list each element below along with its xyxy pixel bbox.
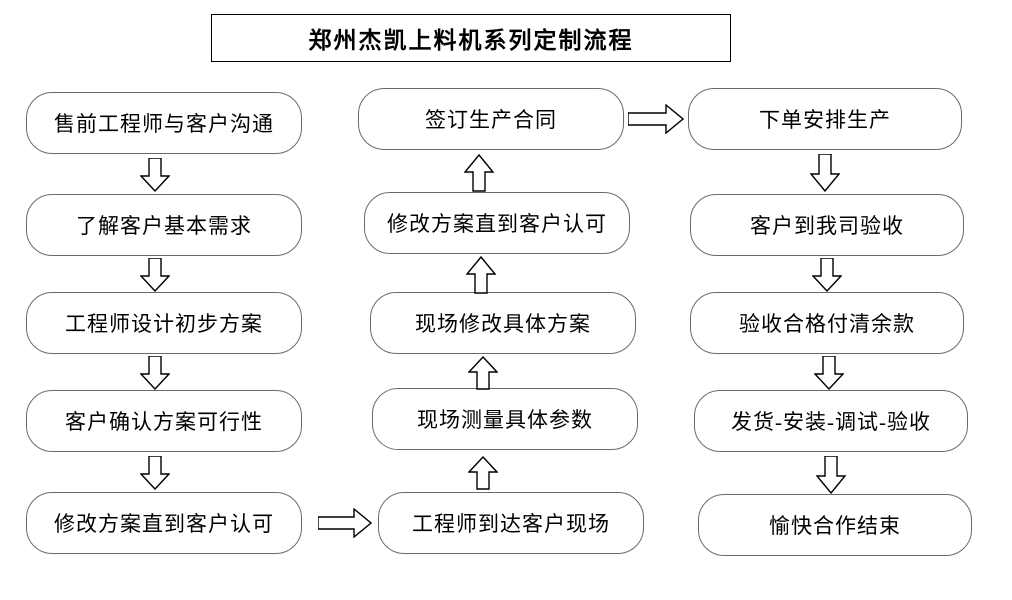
node-right-4[interactable]: 发货-安装-调试-验收	[694, 390, 968, 452]
node-middle-2[interactable]: 修改方案直到客户认可	[364, 192, 630, 254]
node-label: 发货-安装-调试-验收	[731, 410, 931, 434]
flowchart-title-box: 郑州杰凯上料机系列定制流程	[211, 14, 731, 62]
page-title: 郑州杰凯上料机系列定制流程	[308, 28, 634, 53]
arrow-right-4	[816, 456, 846, 494]
node-label: 工程师设计初步方案	[65, 312, 263, 336]
node-left-3[interactable]: 工程师设计初步方案	[26, 292, 302, 354]
arrow-left-2	[140, 258, 170, 292]
node-label: 现场测量具体参数	[417, 408, 593, 432]
node-left-4[interactable]: 客户确认方案可行性	[26, 390, 302, 452]
node-middle-4[interactable]: 现场测量具体参数	[372, 388, 638, 450]
node-label: 验收合格付清余款	[739, 312, 915, 336]
node-label: 客户到我司验收	[750, 214, 904, 238]
node-right-2[interactable]: 客户到我司验收	[690, 194, 964, 256]
node-label: 售前工程师与客户沟通	[54, 112, 274, 136]
arrow-middle-2	[466, 256, 496, 294]
node-right-5[interactable]: 愉快合作结束	[698, 494, 972, 556]
arrow-middle-4	[468, 456, 498, 490]
node-label: 修改方案直到客户认可	[387, 212, 607, 236]
node-middle-1[interactable]: 签订生产合同	[358, 88, 624, 150]
node-label: 客户确认方案可行性	[65, 410, 263, 434]
arrow-middle-to-right	[628, 104, 684, 134]
arrow-right-3	[814, 356, 844, 390]
arrow-right-1	[810, 154, 840, 192]
node-left-1[interactable]: 售前工程师与客户沟通	[26, 92, 302, 154]
arrow-left-to-middle	[318, 508, 372, 538]
node-label: 下单安排生产	[759, 108, 891, 132]
node-left-5[interactable]: 修改方案直到客户认可	[26, 492, 302, 554]
node-middle-5[interactable]: 工程师到达客户现场	[378, 492, 644, 554]
node-label: 现场修改具体方案	[415, 312, 591, 336]
arrow-middle-1	[464, 154, 494, 192]
node-middle-3[interactable]: 现场修改具体方案	[370, 292, 636, 354]
arrow-left-1	[140, 158, 170, 192]
arrow-left-4	[140, 456, 170, 490]
node-label: 了解客户基本需求	[76, 214, 252, 238]
node-label: 愉快合作结束	[769, 514, 901, 538]
node-right-3[interactable]: 验收合格付清余款	[690, 292, 964, 354]
node-right-1[interactable]: 下单安排生产	[688, 88, 962, 150]
node-label: 签订生产合同	[425, 108, 557, 132]
node-label: 修改方案直到客户认可	[54, 512, 274, 536]
node-left-2[interactable]: 了解客户基本需求	[26, 194, 302, 256]
node-label: 工程师到达客户现场	[412, 512, 610, 536]
arrow-middle-3	[468, 356, 498, 390]
arrow-left-3	[140, 356, 170, 390]
arrow-right-2	[812, 258, 842, 292]
